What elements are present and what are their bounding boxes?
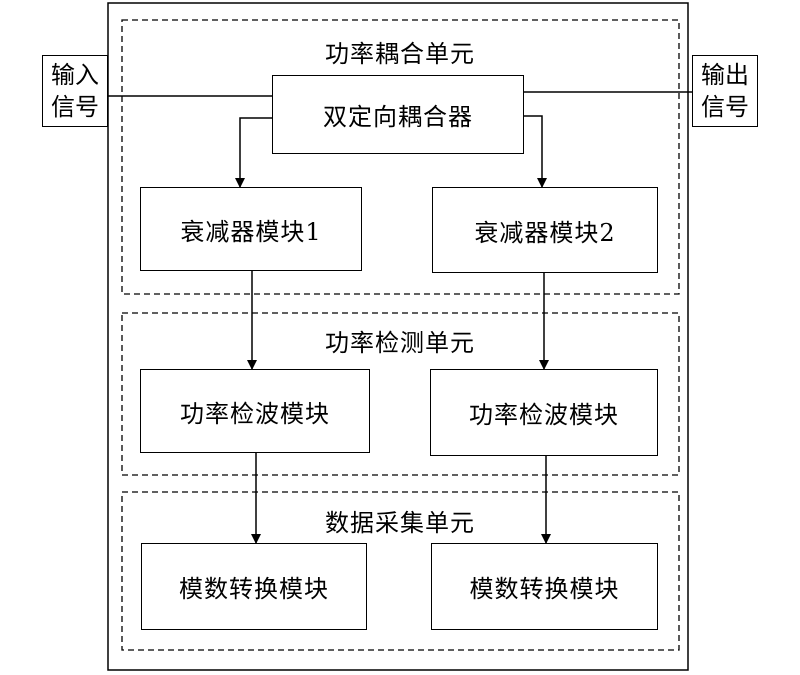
attenuator-module-2-block: 衰减器模块2: [432, 187, 658, 273]
adc-module-1-block: 模数转换模块: [141, 543, 367, 630]
coupler-to-attenuator-2-arrow: [524, 115, 547, 188]
output-signal-label-line2: 信号: [701, 93, 749, 121]
adc-module-2-block: 模数转换模块: [431, 543, 658, 630]
output-signal-label-line1: 输出: [701, 61, 749, 89]
outer-frame: [107, 2, 689, 671]
attenuator-module-1-block: 衰减器模块1: [140, 187, 362, 271]
acquisition-unit-frame: [121, 491, 680, 651]
input-signal-label-line1: 输入: [51, 61, 99, 89]
detection-unit-title: 功率检测单元: [325, 329, 475, 357]
acquisition-unit-title: 数据采集单元: [325, 509, 475, 537]
coupling-unit-frame: [121, 19, 680, 295]
power-detector-module-2-block: 功率检波模块: [430, 369, 658, 456]
input-signal-box: 输入 信号: [42, 55, 108, 127]
coupling-unit-title: 功率耦合单元: [325, 40, 475, 68]
output-signal-box: 输出 信号: [692, 55, 758, 127]
bidirectional-coupler-block: 双定向耦合器: [272, 75, 524, 154]
input-signal-label-line2: 信号: [51, 93, 99, 121]
power-detector-module-1-block: 功率检波模块: [140, 369, 370, 453]
coupler-to-attenuator-1-arrow: [235, 117, 272, 188]
